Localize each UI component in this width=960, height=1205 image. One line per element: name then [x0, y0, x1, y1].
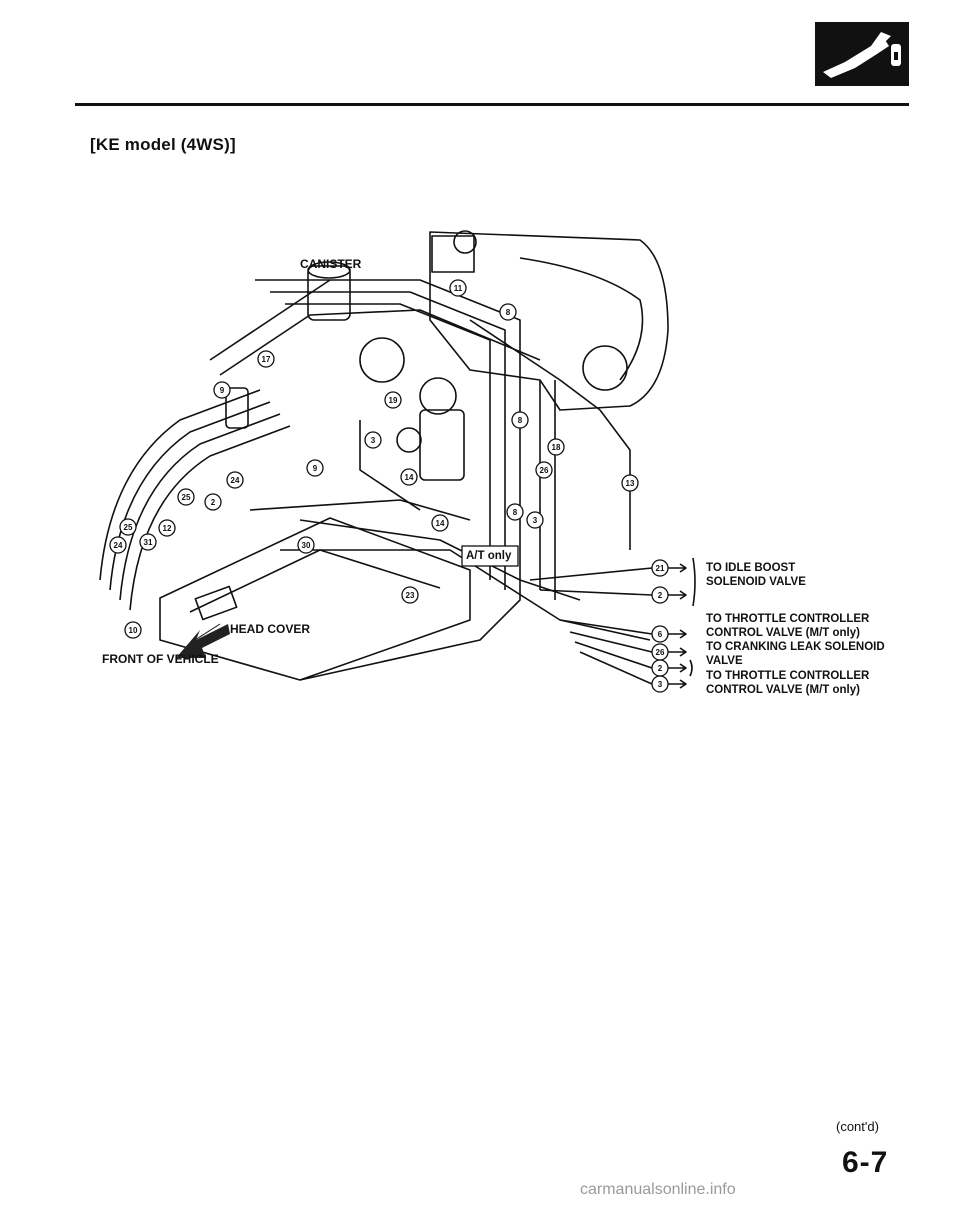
vacuum-hose-routing-diagram: 11 8 17 9 19 3 14 9 14 18 26 13 8 3 2 25…: [99, 230, 696, 693]
label-line: TO CRANKING LEAK SOLENOID: [706, 641, 885, 653]
hose-marker: 26: [535, 461, 553, 479]
hose-number: 13: [626, 479, 635, 488]
hose-marker: 12: [158, 519, 176, 537]
hose-marker: 24: [226, 471, 244, 489]
label-line: TO IDLE BOOST: [706, 562, 796, 574]
hose-marker: 13: [621, 474, 639, 492]
at-only-box: [461, 545, 519, 567]
hose-marker: 8: [511, 411, 529, 429]
throttle-controller-label-2: TO THROTTLE CONTROLLER CONTROL VALVE (M/…: [706, 669, 869, 697]
head-cover-label: HEAD COVER: [230, 622, 311, 636]
hose-number: 24: [114, 541, 123, 550]
label-line: TO THROTTLE CONTROLLER: [706, 670, 870, 682]
hose-number: 23: [406, 591, 415, 600]
callout-marker: 21: [651, 559, 669, 577]
hose-marker: 24: [109, 536, 127, 554]
hose-number: 8: [506, 308, 511, 317]
hose-number: 14: [405, 473, 414, 482]
hose-marker: 9: [213, 381, 231, 399]
label-line: CONTROL VALVE (M/T only): [706, 627, 860, 639]
hose-number: 31: [144, 538, 153, 547]
hose-marker: 8: [499, 303, 517, 321]
label-line: TO THROTTLE CONTROLLER: [706, 613, 870, 625]
hose-number: 30: [302, 541, 311, 550]
hose-marker: 30: [297, 536, 315, 554]
hose-marker: 11: [449, 279, 467, 297]
hose-number: 12: [163, 524, 172, 533]
hose-marker: 23: [401, 586, 419, 604]
cranking-leak-label: TO CRANKING LEAK SOLENOID VALVE: [706, 640, 885, 668]
hose-marker: 2: [204, 493, 222, 511]
hose-marker: 14: [431, 514, 449, 532]
callout-marker: 6: [651, 625, 669, 643]
continued-note: (cont'd): [836, 1119, 879, 1134]
page-number: 6-7: [842, 1146, 889, 1179]
hose-marker: 14: [400, 468, 418, 486]
hose-marker: 17: [257, 350, 275, 368]
hose-marker: 31: [139, 533, 157, 551]
callout-number: 21: [656, 564, 665, 573]
label-line: VALVE: [706, 655, 743, 667]
hose-marker: 9: [306, 459, 324, 477]
hose-number: 11: [454, 284, 463, 293]
engine-head-cover: [159, 517, 471, 681]
hose-marker: 19: [384, 391, 402, 409]
hose-number: 2: [211, 498, 216, 507]
hose-number: 3: [533, 516, 538, 525]
callout-marker: 26: [651, 643, 669, 661]
label-line: CONTROL VALVE (M/T only): [706, 684, 860, 696]
callout-marker: 3: [651, 675, 669, 693]
callout-marker: 2: [651, 586, 669, 604]
hose-number: 24: [231, 476, 240, 485]
callout-marker: 2: [651, 659, 669, 677]
canister: [307, 265, 351, 321]
front-arrow-icon: [176, 624, 230, 658]
hose-marker: 10: [124, 621, 142, 639]
hose-number: 25: [124, 523, 133, 532]
hose-number: 25: [182, 493, 191, 502]
callout-number: 2: [658, 591, 663, 600]
air-cleaner-housing: [429, 231, 669, 411]
front-of-vehicle-label: FRONT OF VEHICLE: [102, 652, 219, 666]
hose-number: 9: [313, 464, 318, 473]
hose-number: 3: [371, 436, 376, 445]
hose-number: 17: [262, 355, 271, 364]
label-line: SOLENOID VALVE: [706, 576, 806, 588]
hose-marker: 25: [119, 518, 137, 536]
hose-marker: 18: [547, 438, 565, 456]
callout-number: 2: [658, 664, 663, 673]
hose-number: 14: [436, 519, 445, 528]
hose-marker: 8: [506, 503, 524, 521]
callout-number: 26: [656, 648, 665, 657]
hose-number: 18: [552, 443, 561, 452]
at-only-label: A/T only: [466, 550, 512, 562]
hose-number: 26: [540, 466, 549, 475]
idle-boost-label: TO IDLE BOOST SOLENOID VALVE: [706, 561, 806, 589]
watermark: carmanualsonline.info: [580, 1181, 736, 1198]
canister-label: CANISTER: [300, 257, 362, 271]
callout-number: 3: [658, 680, 663, 689]
fuel-nozzle-icon: [815, 22, 909, 86]
callout-number: 6: [658, 630, 663, 639]
hose-number: 8: [513, 508, 518, 517]
hose-number: 8: [518, 416, 523, 425]
hose-number: 19: [389, 396, 398, 405]
hose-number: 10: [129, 626, 138, 635]
hose-number: 9: [220, 386, 225, 395]
throttle-controller-label-1: TO THROTTLE CONTROLLER CONTROL VALVE (M/…: [706, 612, 869, 640]
header-rule: [75, 103, 909, 106]
hose-marker: 25: [177, 488, 195, 506]
hose-marker: 3: [526, 511, 544, 529]
hose-marker: 3: [364, 431, 382, 449]
page-subtitle: [KE model (4WS)]: [90, 135, 236, 154]
